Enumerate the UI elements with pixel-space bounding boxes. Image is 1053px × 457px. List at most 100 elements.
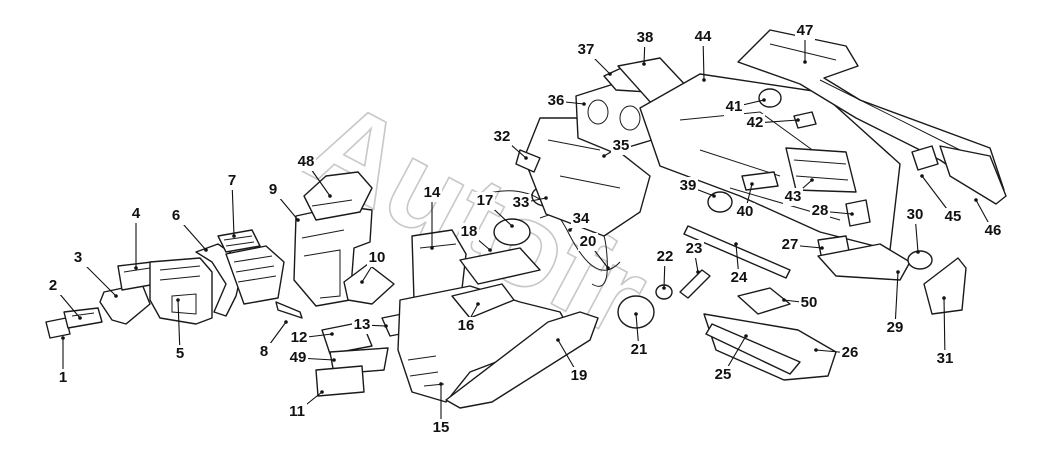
callout-bg-43 <box>783 188 803 206</box>
callout-42: 42 <box>747 114 764 131</box>
callout-bg-3 <box>68 249 88 267</box>
leader-line-29 <box>894 271 899 329</box>
leader-dot-34 <box>568 228 572 232</box>
leader-dot-5 <box>176 298 180 302</box>
callout-47: 47 <box>797 22 814 39</box>
callout-24: 24 <box>731 269 748 286</box>
callout-14: 14 <box>424 184 441 201</box>
leader-dot-35 <box>602 154 606 158</box>
callout-bg-28 <box>810 202 830 220</box>
callout-bg-7 <box>222 172 242 190</box>
callout-bg-5 <box>170 345 190 363</box>
part-2 <box>63 307 103 329</box>
callout-33: 33 <box>513 194 530 211</box>
callout-50: 50 <box>801 294 818 311</box>
leader-dot-46 <box>974 198 978 202</box>
callout-49: 49 <box>290 349 307 366</box>
callout-15: 15 <box>433 419 450 436</box>
part-45 <box>911 145 939 171</box>
callout-bg-45 <box>943 208 963 226</box>
leader-dot-41 <box>762 98 766 102</box>
callout-39: 39 <box>680 177 697 194</box>
callout-23: 23 <box>686 240 703 257</box>
leader-dot-7 <box>232 234 236 238</box>
part-50 <box>737 287 791 315</box>
part-21 <box>617 295 655 329</box>
callout-18: 18 <box>461 223 478 240</box>
callout-bg-37 <box>576 41 596 59</box>
leader-dot-13 <box>384 324 388 328</box>
leader-dot-31 <box>942 296 946 300</box>
callout-bg-14 <box>422 184 442 202</box>
callout-bg-42 <box>745 114 765 132</box>
callout-bg-16 <box>456 317 476 335</box>
part-41 <box>758 88 782 108</box>
leader-dot-8 <box>284 320 288 324</box>
part-29 <box>817 243 911 281</box>
callout-bg-39 <box>678 177 698 195</box>
callout-bg-32 <box>492 128 512 146</box>
leader-dot-26 <box>814 348 818 352</box>
leader-dot-23 <box>696 270 700 274</box>
leader-dot-19 <box>556 338 560 342</box>
leader-dot-10 <box>360 280 364 284</box>
leader-dot-27 <box>820 246 824 250</box>
callout-4: 4 <box>132 205 141 222</box>
callout-bg-47 <box>795 22 815 40</box>
leader-line-31 <box>943 297 946 360</box>
callout-48: 48 <box>298 153 315 170</box>
callout-bg-50 <box>799 294 819 312</box>
callout-34: 34 <box>573 210 590 227</box>
leader-dot-37 <box>608 72 612 76</box>
callout-bg-49 <box>288 349 308 367</box>
part-8 <box>275 301 303 319</box>
callout-bg-10 <box>367 249 387 267</box>
leader-dot-4 <box>134 266 138 270</box>
leader-dot-1 <box>61 336 65 340</box>
leader-dot-49 <box>332 358 336 362</box>
callout-bg-24 <box>729 269 749 287</box>
leader-dot-11 <box>320 390 324 394</box>
callout-30: 30 <box>907 206 924 223</box>
callout-3: 3 <box>74 249 82 266</box>
callout-28: 28 <box>812 202 829 219</box>
callout-41: 41 <box>726 98 743 115</box>
leader-dot-40 <box>750 182 754 186</box>
callout-bg-46 <box>983 222 1003 240</box>
leader-dot-42 <box>796 118 800 122</box>
leader-dot-30 <box>916 250 920 254</box>
part-10 <box>343 263 395 305</box>
callout-bg-6 <box>166 207 186 225</box>
callout-bg-22 <box>655 248 675 266</box>
leader-dot-15 <box>439 382 443 386</box>
callout-10: 10 <box>369 249 386 266</box>
callout-bg-29 <box>885 319 905 337</box>
callout-bg-21 <box>629 341 649 359</box>
callout-bg-8 <box>254 343 274 361</box>
callout-31: 31 <box>937 350 954 367</box>
callout-bg-40 <box>735 203 755 221</box>
callout-17: 17 <box>477 192 494 209</box>
callout-bg-17 <box>475 192 495 210</box>
part-32 <box>515 149 541 173</box>
callout-19: 19 <box>571 367 588 384</box>
callout-40: 40 <box>737 203 754 220</box>
leader-dot-25 <box>744 334 748 338</box>
callout-bg-36 <box>546 92 566 110</box>
part-31 <box>923 257 967 315</box>
callout-37: 37 <box>578 41 595 58</box>
part-47 <box>737 29 1005 195</box>
callout-38: 38 <box>637 29 654 46</box>
callout-bg-38 <box>635 29 655 47</box>
leader-dot-9 <box>296 218 300 222</box>
callout-bg-48 <box>296 153 316 171</box>
leader-dot-22 <box>662 286 666 290</box>
callout-13: 13 <box>354 316 371 333</box>
part-30 <box>907 250 933 270</box>
callout-bg-4 <box>126 205 146 223</box>
callout-bg-11 <box>287 403 307 421</box>
leader-dot-36 <box>582 102 586 106</box>
part-11 <box>315 365 365 397</box>
